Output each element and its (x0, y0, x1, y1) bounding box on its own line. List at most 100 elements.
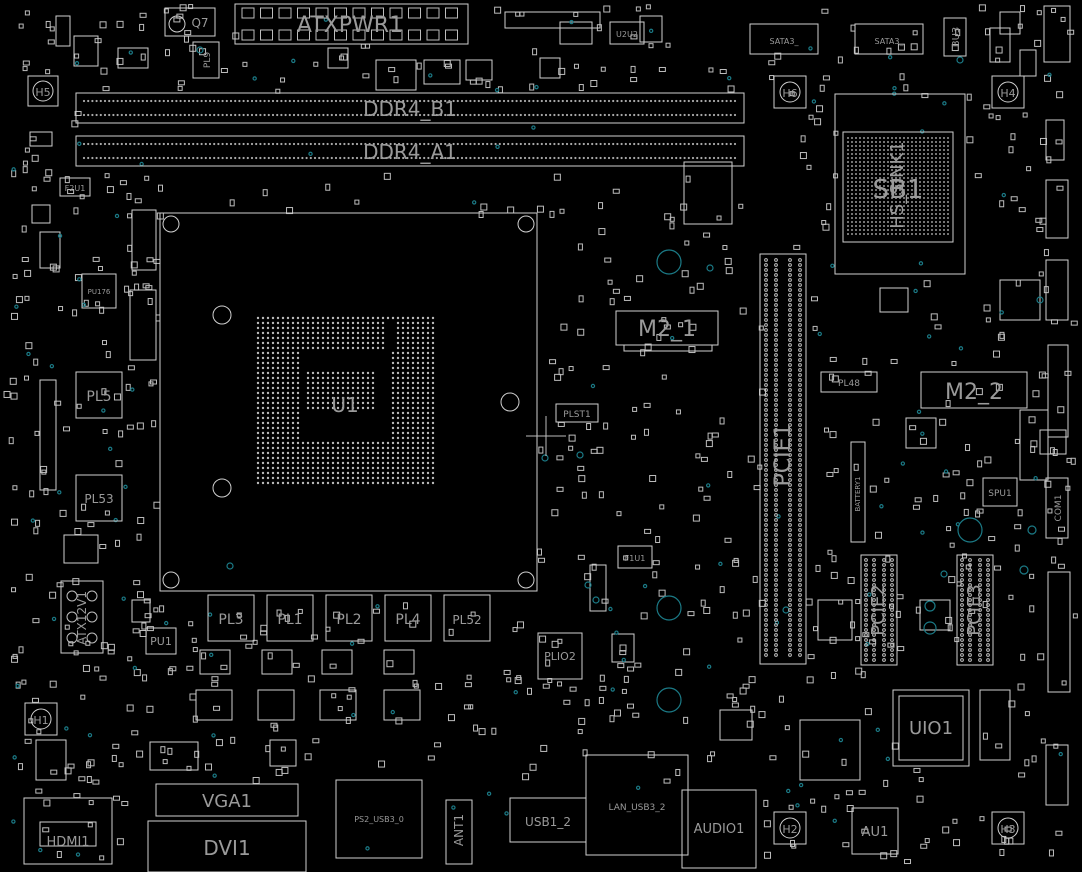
bga-ball (863, 221, 865, 223)
lga-pad (271, 331, 275, 335)
smd-part (983, 104, 991, 110)
pcie-pin (764, 298, 768, 302)
bga-ball (923, 221, 925, 223)
lga-pad (281, 326, 285, 330)
smd-part (1014, 438, 1020, 444)
lga-pad (256, 466, 260, 470)
pcie-pin (764, 333, 768, 337)
lga-pad (361, 441, 365, 445)
bga-ball (891, 149, 893, 151)
smd-part (1035, 217, 1043, 223)
pcie-pin (774, 588, 778, 592)
smd-part (644, 343, 652, 351)
smd-part (816, 105, 824, 113)
dimm-pin (91, 99, 94, 103)
pcie-pin (764, 258, 768, 262)
smd-part (74, 528, 82, 536)
bga-ball (895, 225, 897, 227)
smd-part (952, 818, 958, 824)
smd-part (25, 342, 33, 350)
lga-pad (331, 401, 335, 405)
dimm-pin (633, 113, 636, 117)
bga-ball (935, 197, 937, 199)
dimm-pin (603, 99, 606, 103)
smd-part (292, 662, 300, 668)
lga-pad (271, 481, 275, 485)
lga-pad (386, 446, 390, 450)
via-hole (706, 264, 714, 272)
lga-pad (321, 336, 325, 340)
lga-pad (391, 426, 395, 430)
lga-pad (316, 406, 320, 410)
smd-part (985, 317, 991, 323)
bga-ball (907, 197, 909, 199)
pcie-pin (864, 643, 868, 647)
pcie-pin (798, 343, 802, 347)
lga-pad (311, 441, 315, 445)
lga-pad (276, 411, 280, 415)
smd-part (590, 448, 598, 454)
pcie-pin (774, 333, 778, 337)
smd-part (982, 601, 988, 609)
pcie-pin (788, 278, 792, 282)
lga-pad (381, 341, 385, 345)
smd-part (281, 766, 289, 774)
dimm-pin (313, 142, 317, 146)
bga-ball (855, 189, 857, 191)
com1-header: COM1 (1045, 477, 1069, 539)
smd-part (707, 755, 713, 763)
dimm-pin (465, 142, 468, 146)
smd-part (640, 349, 646, 357)
bga-ball (943, 169, 945, 171)
dimm-pin (574, 113, 577, 117)
via-hole (706, 664, 712, 669)
lga-pad (301, 316, 305, 320)
lga-pad (331, 441, 335, 445)
bga-ball (851, 141, 853, 143)
dimm-pin (582, 156, 585, 160)
lga-pad (361, 396, 365, 400)
bga-ball (847, 221, 849, 223)
lga-pad (271, 356, 275, 360)
smd-part (830, 571, 838, 579)
dimm-pin (418, 113, 422, 117)
smd-part (719, 417, 725, 425)
bga-ball (895, 233, 897, 235)
smd-part (21, 257, 29, 263)
smd-part (992, 350, 1000, 358)
pcie-pin (774, 418, 778, 422)
dimm-pin (687, 99, 690, 103)
bga-ball (907, 165, 909, 167)
smd-part (995, 383, 1003, 391)
pcie-pin (798, 633, 802, 637)
pcie-pin (788, 528, 792, 532)
smd-part (999, 848, 1005, 856)
dimm-pin (481, 142, 485, 146)
smd-part (147, 298, 153, 306)
smd-part (107, 649, 115, 655)
dimm-pin (662, 99, 665, 103)
smd-part (598, 696, 604, 704)
dimm-pin (137, 99, 140, 103)
lga-pad (286, 381, 290, 385)
bga-ball (911, 185, 913, 187)
lga-pad (326, 346, 330, 350)
pcie-pin (764, 528, 768, 532)
dimm-pin (494, 113, 497, 117)
lga-pad (271, 396, 275, 400)
dimm-pin (343, 99, 346, 103)
dimm-pin (641, 99, 644, 103)
lga-pad (296, 386, 300, 390)
pcie-pin (798, 283, 802, 287)
lga-pad (256, 316, 260, 320)
dimm-pin (116, 99, 119, 103)
pcie-pin (872, 653, 876, 657)
ic-outline (979, 689, 1011, 761)
lga-pad (281, 411, 285, 415)
pcie-pin (798, 338, 802, 342)
lga-pad (291, 361, 295, 365)
atx-pin (241, 29, 255, 41)
smd-part (659, 504, 665, 510)
lga-pad (266, 371, 270, 375)
u1-label: U1 (331, 393, 358, 417)
